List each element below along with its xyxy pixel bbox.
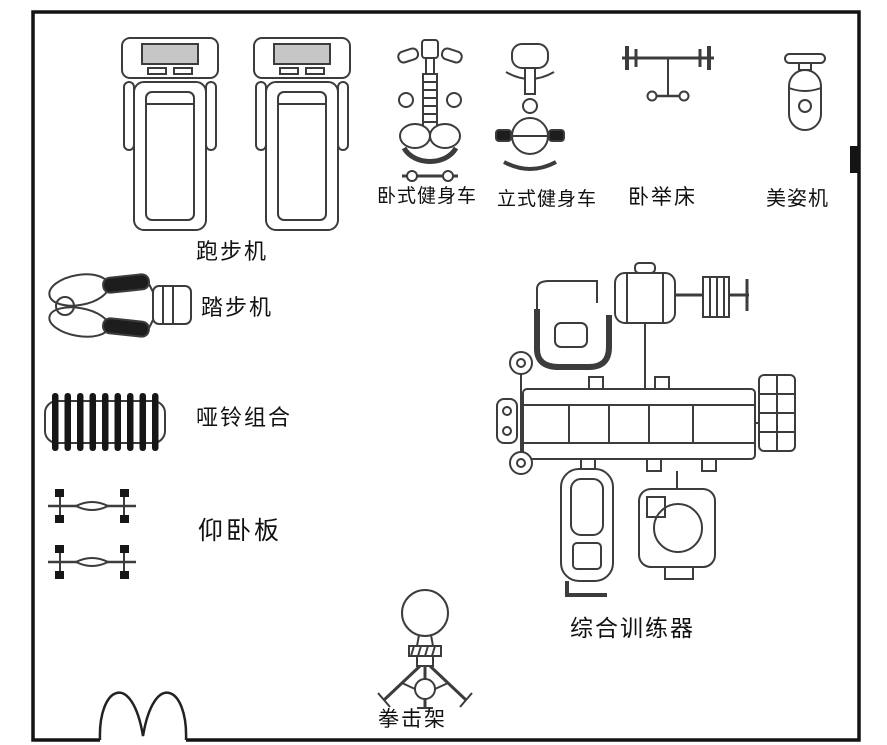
label-recumbent-bike: 卧式健身车: [377, 186, 478, 207]
situp-board-icon-1: [46, 487, 138, 525]
door-swing: [98, 691, 188, 741]
multi-trainer-icon: [496, 262, 796, 597]
label-dumbbell-set: 哑铃组合: [196, 405, 293, 430]
treadmill-icon-2: [253, 37, 351, 231]
label-boxing-stand: 拳击架: [378, 707, 447, 731]
wall-marking: [850, 146, 859, 173]
label-treadmill: 跑步机: [196, 239, 269, 264]
upright-bike-icon: [495, 43, 565, 171]
treadmill-icon-1: [121, 37, 219, 231]
label-situp-board: 仰卧板: [198, 518, 283, 545]
bench-press-icon: [622, 46, 714, 102]
stepper-icon: [48, 273, 192, 338]
room-walls: [31, 10, 861, 742]
dumbbell-rack-icon: [44, 393, 166, 451]
label-stepper: 踏步机: [201, 295, 274, 320]
label-bench-press: 卧举床: [628, 185, 697, 209]
label-upright-bike: 立式健身车: [497, 189, 598, 210]
situp-board-icon-2: [46, 543, 138, 581]
boxing-stand-icon: [377, 589, 473, 709]
label-multi-trainer: 综合训练器: [570, 616, 695, 641]
beauty-machine-icon: [784, 53, 826, 131]
label-beauty-machine: 美姿机: [766, 188, 829, 210]
recumbent-bike-icon: [397, 39, 463, 182]
